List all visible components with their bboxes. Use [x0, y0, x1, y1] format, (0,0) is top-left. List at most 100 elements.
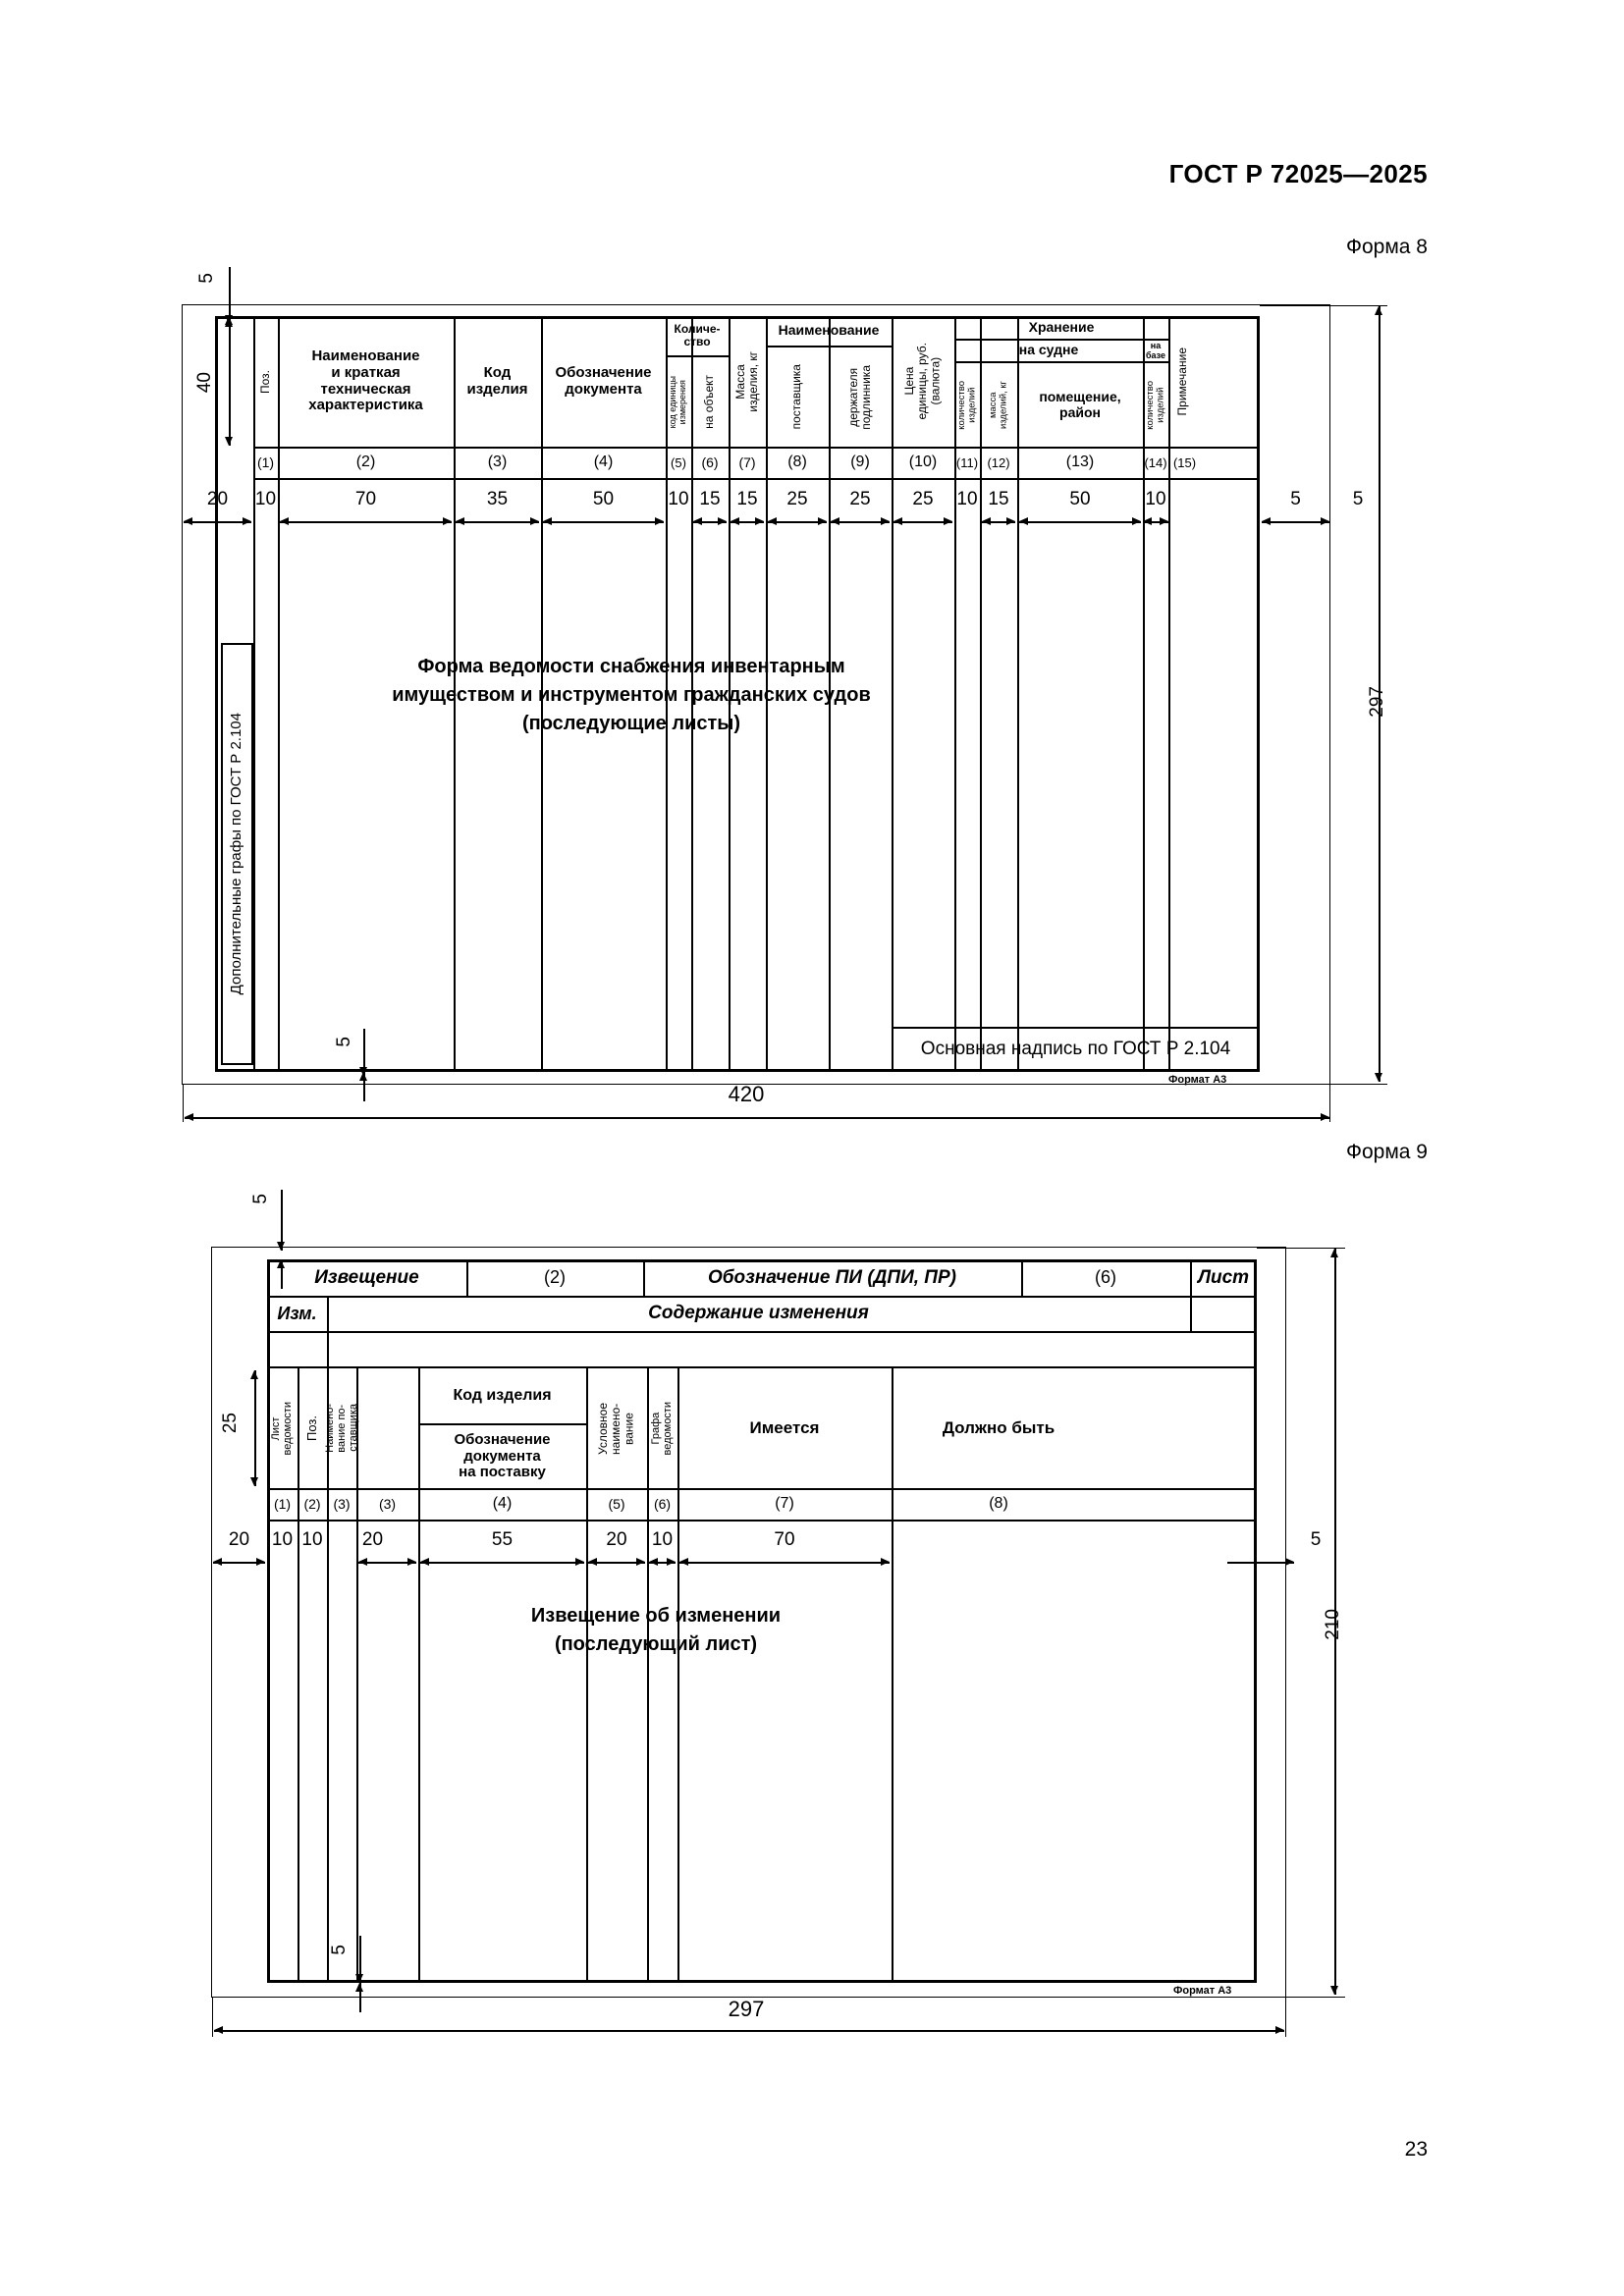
form9-designation-label: Обозначение ПИ (ДПИ, ПР) [708, 1266, 956, 1288]
form8-dim: 25 [849, 489, 871, 509]
form9-col-sep [892, 1368, 893, 1983]
form8-dim-arrow [184, 517, 251, 526]
form8-col-sep [278, 316, 280, 1072]
form9-header-statement-column: Графа ведомости [650, 1401, 675, 1456]
form8-dim: 70 [354, 489, 377, 509]
form8-col-number: (14) [1144, 454, 1167, 470]
form8-dim-arrow [1019, 517, 1141, 526]
form8-dim: 50 [592, 489, 615, 509]
form8-header-product-code: Код изделия [466, 363, 528, 398]
form9-col-number: (4) [492, 1495, 513, 1512]
form8-col-number: (3) [487, 454, 508, 470]
form8-header-unit-code: код единицы измерения [668, 375, 687, 429]
form9-ext-vline [212, 1998, 213, 2037]
form8-col-sep [1017, 316, 1019, 1072]
form8-dim: 35 [486, 489, 509, 509]
form9-col-number: (5) [608, 1496, 625, 1512]
form8-dim: 10 [1145, 489, 1166, 509]
form9-dim-bottom-arrow [355, 1936, 364, 1983]
form8-dim-bottom-arrow [359, 1029, 368, 1076]
form9-dim-arrow [588, 1558, 645, 1567]
form9-header-pos: Поз. [303, 1415, 319, 1441]
form9-dim-top: 5 [250, 1193, 271, 1204]
form8-col-sep [1143, 316, 1145, 1072]
form8-dim-header-height: 40 [194, 372, 215, 394]
form8-dim-arrow [768, 517, 827, 526]
form8-col-sep [691, 316, 693, 1072]
form9-dim: 70 [774, 1529, 795, 1550]
form8-dim: 15 [988, 489, 1009, 509]
form8-header-pos: Поз. [257, 369, 272, 394]
form8-col-number: (12) [987, 454, 1010, 470]
form9-col-number: (6) [653, 1496, 672, 1512]
form9-ext-line [1257, 1997, 1345, 1998]
form9-dim: 20 [361, 1529, 384, 1550]
form8-dim: 15 [736, 489, 758, 509]
form9-row1-sep [1190, 1259, 1192, 1296]
form8-sheet-format: Формат А3 [1168, 1074, 1227, 1086]
form9-col-sep [647, 1368, 649, 1983]
form9-row3-bottom [267, 1366, 1257, 1368]
form9-dim-arrow-right [1227, 1558, 1294, 1567]
form8-dim: 25 [912, 489, 934, 509]
form8-title-block-top [892, 1027, 1260, 1029]
form9-col-sep [586, 1368, 588, 1983]
form9-header-product-code: Код изделия [453, 1387, 552, 1405]
form8-header-bottom-line [253, 447, 1260, 449]
form8-header-mass: Масса изделия, кг [732, 350, 760, 412]
page-number: 23 [1404, 2138, 1428, 2161]
form8-dim: 25 [786, 489, 808, 509]
form9-sheet-label: Лист [1197, 1266, 1250, 1288]
form8-header-qty-items-base: количество изделий [1144, 380, 1165, 430]
form8-dim-arrow [893, 517, 952, 526]
form9-dim: 10 [301, 1529, 323, 1550]
form9-dim: 55 [491, 1529, 514, 1550]
form8-numbers-bottom-line [253, 478, 1260, 480]
form9-field2: (2) [544, 1267, 566, 1288]
form9-col-sep [327, 1368, 329, 1983]
form9-product-code-line [418, 1423, 586, 1425]
form8-dim-arrow [982, 517, 1015, 526]
form8-dim: 50 [1069, 489, 1091, 509]
form8-col-sep [829, 316, 831, 1072]
form9-notice-label: Извещение [314, 1266, 419, 1288]
form9-header-bottom-line [267, 1488, 1257, 1490]
form8-dim-top: 5 [196, 272, 217, 284]
form9-caption: Извещение об изменении (последующий лист… [530, 1605, 782, 1655]
form8-storage-group-line [954, 339, 1168, 341]
form8-onship-group-line [954, 361, 1168, 363]
form8-dim-arrow [831, 517, 890, 526]
form8-col-number: (9) [850, 454, 870, 470]
form8-dim-40-arrow [225, 318, 234, 446]
form8-frame [215, 316, 1260, 1072]
form9-col-number-extra: (3) [378, 1496, 397, 1512]
form8-col-sep [892, 316, 893, 1072]
form9-row2-bottom [267, 1331, 1257, 1333]
form8-col-number: (6) [701, 454, 719, 470]
form9-izm-label: Изм. [277, 1303, 317, 1323]
form8-dim-right: 5 [1352, 489, 1364, 509]
form8-col-number: (7) [738, 454, 756, 470]
form8-col-number: (1) [256, 454, 275, 470]
form8-caption: Форма ведомости снабжения инвентарным им… [392, 656, 871, 734]
form8-name-group-line [766, 346, 892, 347]
form8-col-number: (10) [908, 454, 938, 470]
form8-dim-arrow [731, 517, 764, 526]
form9-row1-sep [1021, 1259, 1023, 1296]
form9-dim-header-height: 25 [220, 1413, 241, 1434]
form8-dim-bottom: 5 [334, 1036, 354, 1047]
form8-extra-columns-box [221, 643, 253, 1065]
form8-header-mass-items-ship: масса изделий, кг [987, 380, 1008, 430]
form8-col-sep [766, 316, 768, 1072]
form8-header-room-area: помещение, район [1039, 388, 1121, 420]
form8-dim-arrow [456, 517, 539, 526]
form8-header-doc-designation: Обозначение документа [555, 363, 652, 398]
form8-qty-group-line [666, 355, 729, 357]
form9-header-supply-doc: Обозначение документа на поставку [454, 1430, 551, 1481]
form8-col-sep [666, 316, 668, 1072]
form8-ext-vline [1329, 1085, 1330, 1122]
form9-col-number: (2) [303, 1496, 321, 1512]
form9-dim-arrow [358, 1558, 416, 1567]
form9-header-available: Имеется [749, 1418, 820, 1438]
form9-numbers-bottom-line [267, 1520, 1257, 1522]
